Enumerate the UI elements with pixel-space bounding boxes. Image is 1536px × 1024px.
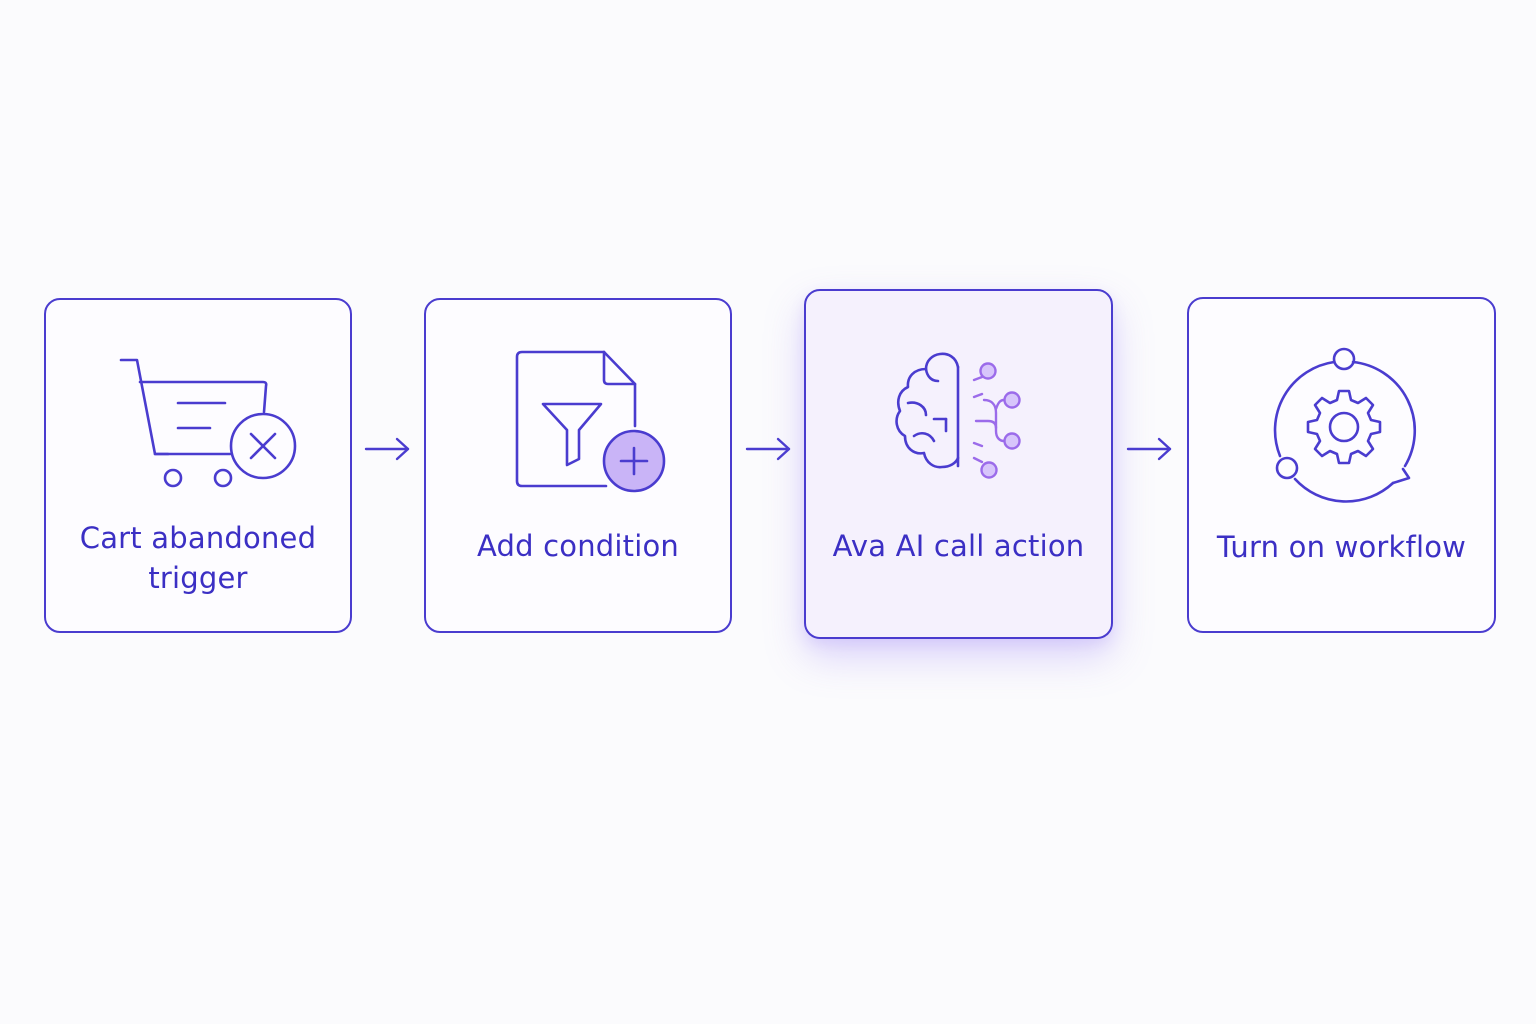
gear-cycle-icon <box>1273 347 1417 503</box>
ai-brain-network-icon <box>895 352 1021 479</box>
step-label: Turn on workflow <box>1216 530 1467 564</box>
filter-document-plus-icon <box>515 350 666 493</box>
arrow-right-icon <box>745 437 791 461</box>
step-label: Ava AI call action <box>832 529 1085 563</box>
step-label: Add condition <box>476 529 680 563</box>
step-card-add-condition[interactable]: Add condition <box>424 298 732 633</box>
arrow-right-icon <box>364 437 410 461</box>
step-card-cart-abandoned-trigger[interactable]: Cart abandoned trigger <box>44 298 352 633</box>
cart-x-icon <box>119 358 297 488</box>
arrow-right-icon <box>1126 437 1172 461</box>
step-card-ava-ai-call-action[interactable]: Ava AI call action <box>804 289 1113 639</box>
step-label: Cart abandoned trigger <box>79 521 317 595</box>
step-card-turn-on-workflow[interactable]: Turn on workflow <box>1187 297 1496 633</box>
